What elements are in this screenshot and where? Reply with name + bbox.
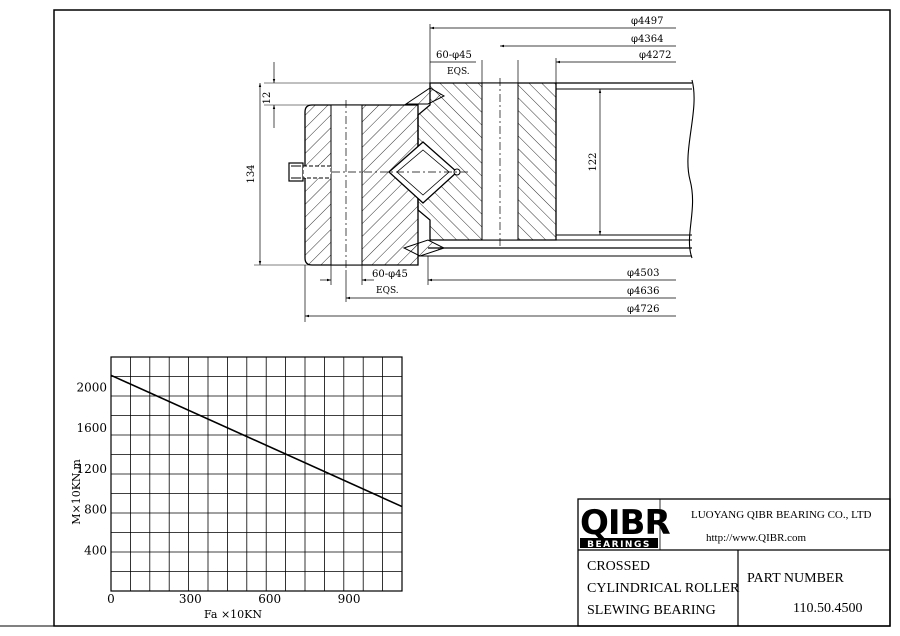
load-chart: 0 300 600 900 400 800 1200 1600 2000 M×10KN.m Fa… [70,356,403,621]
chart-grid [110,356,403,592]
chart-y-tick-label: 1200 [76,462,107,476]
product-line-3: SLEWING BEARING [587,603,716,618]
dimension-labels: φ4497 φ4364 φ4272 60-φ45 EQS. 12 134 122… [246,16,671,315]
dim-d4364: φ4364 [631,34,663,45]
chart-y-tick-label: 800 [84,503,107,517]
chart-y-tick-label: 2000 [76,381,107,395]
company-website: http://www.QIBR.com [706,532,807,544]
logo-text: QIBR [580,503,670,543]
chart-x-tick-label: 900 [338,592,361,606]
chart-x-tick-label: 0 [107,592,115,606]
company-name: LUOYANG QIBR BEARING CO., LTD [691,509,872,521]
chart-y-tick-label: 400 [84,543,107,557]
qibr-logo: QIBR BEARINGS [580,503,671,550]
chart-series-line [110,374,403,508]
dim-height-134: 134 [246,164,257,183]
product-line-1: CROSSED [587,559,650,574]
dim-d4497: φ4497 [631,16,663,27]
product-line-2: CYLINDRICAL ROLLER [587,581,740,596]
dim-d4636: φ4636 [627,286,659,297]
chart-x-axis-label: Fa ×10KN [204,608,262,621]
dim-d4272: φ4272 [639,50,671,61]
dim-d4503: φ4503 [627,268,659,279]
title-block-text: LUOYANG QIBR BEARING CO., LTD http://www… [587,509,872,618]
chart-tick-labels: 0 300 600 900 400 800 1200 1600 2000 [76,381,360,606]
dim-d4726: φ4726 [627,304,659,315]
sheet-frame [53,9,891,627]
chart-x-tick-label: 600 [258,592,281,606]
dim-height-12: 12 [262,92,273,105]
dimension-lines [254,24,676,322]
chart-x-tick-label: 300 [179,592,202,606]
cross-section-drawing [288,78,695,270]
logo-subtext: BEARINGS [587,540,651,550]
title-block [577,498,891,627]
roller-cavity [388,141,458,204]
lube-nipple [288,162,332,182]
dim-holes-top: 60-φ45 [436,50,472,61]
top-seal [404,87,446,105]
dim-holes-bottom: 60-φ45 [372,269,408,280]
chart-y-axis-label: M×10KN.m [70,459,83,525]
chart-y-tick-label: 1600 [76,421,107,435]
chart-series [110,374,403,508]
dim-eqs-top: EQS. [447,67,470,77]
outer-bolt-hole [330,104,363,266]
part-number-value: 110.50.4500 [793,601,862,616]
dim-eqs-bottom: EQS. [376,286,399,296]
dim-height-122: 122 [588,152,599,171]
part-number-label: PART NUMBER [747,571,844,586]
